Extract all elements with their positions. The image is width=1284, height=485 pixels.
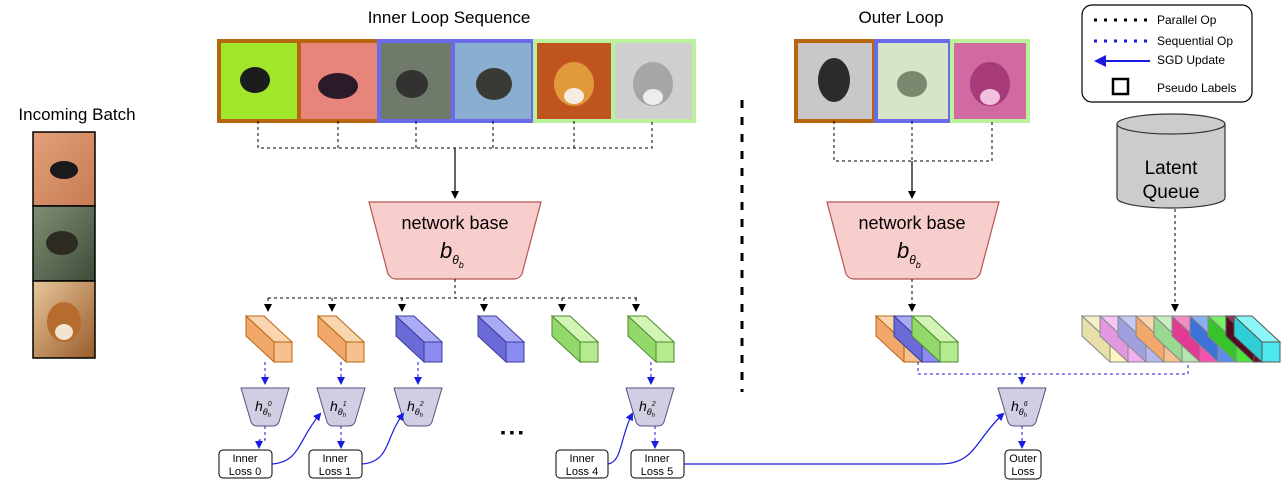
latent-cube (626, 314, 676, 364)
latent-queue: Latent Queue (1116, 113, 1226, 209)
incoming-batch (32, 131, 96, 359)
incoming-batch-title: Incoming Batch (18, 105, 135, 124)
outer-parallel-connectors (833, 121, 993, 162)
network-base-symbol: bθb (897, 238, 921, 270)
svg-text:Inner: Inner (322, 453, 347, 465)
svg-text:Loss: Loss (1011, 466, 1035, 478)
svg-text:Outer: Outer (1009, 453, 1037, 465)
inner-latents (244, 314, 676, 364)
outer-image-strip (794, 39, 1030, 123)
queue-latent-stack (1080, 314, 1282, 364)
inner-loss-5: Inner Loss 5 (630, 449, 685, 479)
inner-loss-0: Inner Loss 0 (218, 449, 273, 479)
svg-text:Queue: Queue (1142, 182, 1199, 203)
loss-boxes: Inner Loss 0 Inner Loss 1 Inner Loss 4 I… (218, 449, 1042, 480)
latent-cube (550, 314, 600, 364)
svg-text:Inner: Inner (644, 453, 669, 465)
head-to-loss-arrows (255, 426, 1026, 449)
outer-merge-connectors (917, 362, 1189, 375)
network-base-label: network base (858, 213, 965, 233)
svg-text:Loss 0: Loss 0 (229, 466, 261, 478)
legend-pseudo: Pseudo Labels (1157, 81, 1236, 95)
svg-text:Latent: Latent (1145, 158, 1199, 179)
ellipsis: ▪ ▪ ▪ (501, 424, 524, 440)
svg-text:Loss 5: Loss 5 (641, 466, 673, 478)
legend-sgd: SGD Update (1157, 53, 1225, 67)
latent-cube (476, 314, 526, 364)
latent-to-head-arrows (261, 362, 655, 385)
network-to-latent-connectors (268, 279, 638, 299)
inner-parallel-connectors (257, 121, 653, 149)
network-base-label: network base (401, 213, 508, 233)
inner-loop-title: Inner Loop Sequence (368, 8, 531, 27)
network-to-latent-arrows (264, 298, 640, 312)
latent-cube (316, 314, 366, 364)
legend-sequential: Sequential Op (1157, 34, 1233, 48)
network-base-symbol: bθb (440, 238, 464, 270)
inner-image-strip (217, 39, 696, 123)
legend: Parallel Op Sequential Op SGD Update Pse… (1081, 4, 1253, 103)
svg-text:Inner: Inner (232, 453, 257, 465)
latent-cube (244, 314, 294, 364)
svg-text:Inner: Inner (569, 453, 594, 465)
svg-text:Loss 1: Loss 1 (319, 466, 351, 478)
svg-text:Loss 4: Loss 4 (566, 466, 598, 478)
inner-loss-1: Inner Loss 1 (308, 449, 363, 479)
outer-latent-stack (874, 314, 960, 364)
inner-network-base: network base bθb (368, 201, 542, 280)
sgd-update-arrows (271, 412, 1005, 465)
latent-cube (394, 314, 444, 364)
legend-pseudo-swatch (1111, 77, 1130, 96)
outer-loop-title: Outer Loop (858, 8, 943, 27)
inner-loss-4: Inner Loss 4 (555, 449, 609, 479)
legend-parallel: Parallel Op (1157, 13, 1217, 27)
outer-network-base: network base bθb (826, 201, 1000, 280)
outer-loss: Outer Loss (1004, 449, 1042, 480)
